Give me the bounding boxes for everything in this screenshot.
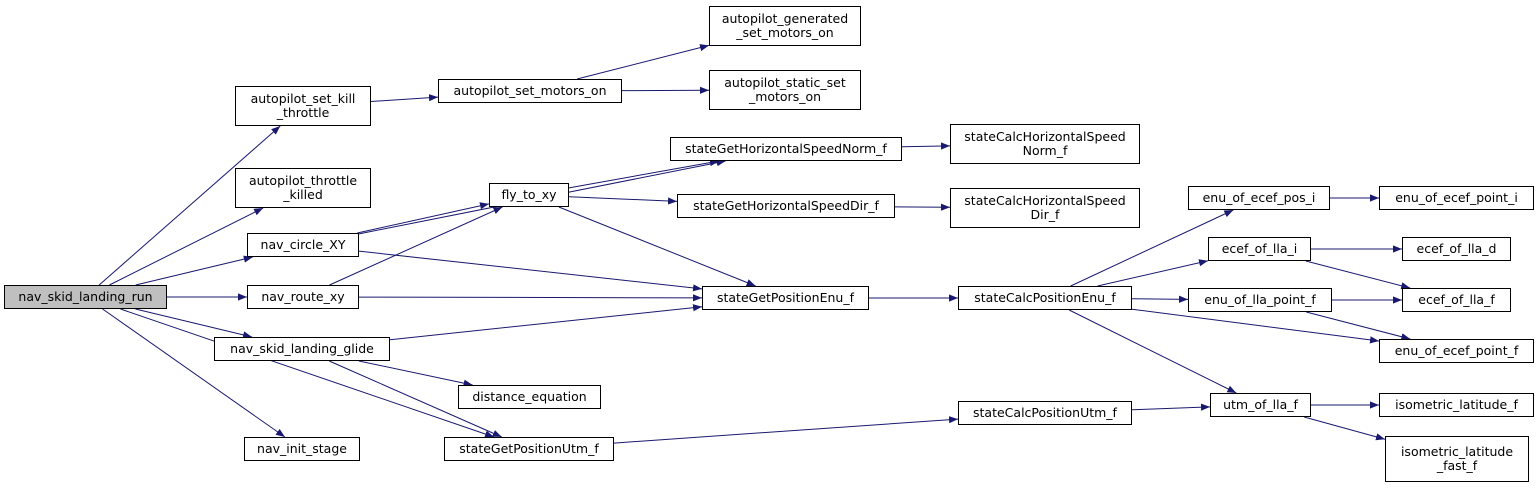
edge-autopilot-set-kill-throttle-to-autopilot-set-motors-on bbox=[370, 94, 439, 103]
edge-statecalcpositionenu-f-to-enu-of-ecef-pos-i bbox=[1070, 209, 1234, 287]
node-label: _killed bbox=[283, 187, 323, 202]
node-distance-equation[interactable]: distance_equation bbox=[458, 385, 601, 409]
edge-statecalcpositionutm-f-to-utm-of-lla-f bbox=[1131, 403, 1211, 411]
node-stategetpositionutm-f[interactable]: stateGetPositionUtm_f bbox=[444, 437, 614, 461]
edge-statecalcpositionenu-f-to-utm-of-lla-f bbox=[1068, 309, 1237, 394]
edge-nav-skid-landing-glide-to-stategetpositionenu-f bbox=[389, 304, 703, 341]
edge-nav-skid-landing-run-to-autopilot-set-kill-throttle bbox=[98, 125, 281, 286]
edge-ecef-of-lla-i-to-ecef-of-lla-f bbox=[1305, 260, 1411, 290]
node-ecef-of-lla-f[interactable]: ecef_of_lla_f bbox=[1402, 288, 1511, 312]
edge-nav-skid-landing-glide-to-distance-equation bbox=[358, 360, 473, 387]
edge-statecalcpositionenu-f-to-ecef-of-lla-i bbox=[1097, 259, 1209, 287]
edge-nav-circle-xy-to-stategetpositionenu-f bbox=[358, 250, 703, 292]
node-label: enu_of_ecef_pos_i bbox=[1202, 190, 1316, 205]
node-ecef-of-lla-i[interactable]: ecef_of_lla_i bbox=[1208, 237, 1311, 261]
node-label: nav_circle_XY bbox=[260, 237, 346, 252]
node-label: stateCalcHorizontalSpeed bbox=[964, 129, 1126, 144]
edge-fly-to-xy-to-stategetpositionenu-f bbox=[558, 206, 756, 287]
edge-nav-circle-xy-to-fly-to-xy bbox=[357, 202, 490, 234]
edge-nav-skid-landing-glide-to-stategetpositionutm-f bbox=[329, 360, 502, 438]
edge-fly-to-xy-to-stategethorizontalspeeddir-f bbox=[568, 196, 678, 205]
edge-statecalcpositionenu-f-to-enu-of-ecef-point-f bbox=[1131, 308, 1380, 344]
node-stategethorizontalspeednorm-f[interactable]: stateGetHorizontalSpeedNorm_f bbox=[670, 137, 902, 161]
node-label: stateGetHorizontalSpeedNorm_f bbox=[685, 141, 887, 156]
node-label: stateGetPositionUtm_f bbox=[459, 441, 599, 456]
node-label: Norm_f bbox=[1022, 143, 1068, 158]
edge-enu-of-lla-point-f-to-enu-of-ecef-point-f bbox=[1306, 311, 1411, 341]
node-enu-of-ecef-point-i[interactable]: enu_of_ecef_point_i bbox=[1379, 186, 1534, 210]
node-utm-of-lla-f[interactable]: utm_of_lla_f bbox=[1210, 393, 1311, 417]
node-label: Dir_f bbox=[1030, 207, 1060, 222]
node-enu-of-lla-point-f[interactable]: enu_of_lla_point_f bbox=[1188, 288, 1332, 312]
node-label: nav_route_xy bbox=[261, 289, 345, 304]
edge-fly-to-xy-to-stategethorizontalspeednorm-f bbox=[568, 159, 720, 189]
node-label: nav_skid_landing_run bbox=[18, 289, 153, 304]
node-label: ecef_of_lla_i bbox=[1221, 241, 1298, 256]
node-enu-of-ecef-pos-i[interactable]: enu_of_ecef_pos_i bbox=[1188, 186, 1330, 210]
edge-stategetpositionutm-f-to-statecalcpositionutm-f bbox=[613, 416, 959, 444]
node-nav-skid-landing-glide[interactable]: nav_skid_landing_glide bbox=[214, 337, 390, 361]
node-label: _fast_f bbox=[1436, 458, 1478, 473]
node-label: _set_motors_on bbox=[736, 25, 834, 40]
edge-nav-route-xy-to-stategetpositionenu-f bbox=[358, 294, 703, 302]
node-autopilot-set-kill-throttle[interactable]: autopilot_set_kill_throttle bbox=[235, 86, 371, 126]
node-label: autopilot_set_kill bbox=[250, 91, 356, 106]
node-statecalcpositionenu-f[interactable]: stateCalcPositionEnu_f bbox=[958, 286, 1132, 310]
node-label: ecef_of_lla_f bbox=[1418, 292, 1495, 307]
node-label: stateGetPositionEnu_f bbox=[716, 290, 854, 305]
edge-nav-route-xy-to-fly-to-xy bbox=[329, 206, 503, 286]
node-label: autopilot_generated bbox=[721, 11, 849, 26]
node-label: isometric_latitude bbox=[1400, 444, 1514, 459]
node-label: ecef_of_lla_d bbox=[1416, 241, 1497, 256]
edge-nav-skid-landing-run-to-nav-skid-landing-glide bbox=[135, 308, 253, 339]
node-label: enu_of_ecef_point_f bbox=[1394, 343, 1519, 358]
node-label: nav_skid_landing_glide bbox=[230, 341, 374, 356]
node-nav-circle-xy[interactable]: nav_circle_XY bbox=[247, 233, 359, 257]
node-label: _motors_on bbox=[748, 89, 822, 104]
node-label: stateCalcHorizontalSpeed bbox=[964, 193, 1126, 208]
edge-utm-of-lla-f-to-isometric-latitude-fast-f bbox=[1304, 416, 1386, 441]
node-label: nav_init_stage bbox=[257, 441, 347, 456]
node-autopilot-generated-set-motors-on[interactable]: autopilot_generated_set_motors_on bbox=[709, 6, 861, 46]
edge-stategethorizontalspeednorm-f-to-statecalchorizontalspeednorm-f bbox=[901, 142, 951, 150]
node-stategetpositionenu-f[interactable]: stateGetPositionEnu_f bbox=[702, 286, 869, 310]
node-label: stateCalcPositionUtm_f bbox=[973, 405, 1117, 420]
node-nav-skid-landing-run[interactable]: nav_skid_landing_run bbox=[4, 285, 167, 309]
node-isometric-latitude-fast-f[interactable]: isometric_latitude_fast_f bbox=[1385, 436, 1529, 482]
node-label: autopilot_static_set bbox=[724, 75, 846, 90]
node-statecalcpositionutm-f[interactable]: stateCalcPositionUtm_f bbox=[958, 401, 1132, 425]
edge-autopilot-set-motors-on-to-autopilot-generated-set-motors-on bbox=[576, 44, 710, 80]
edge-nav-skid-landing-run-to-autopilot-throttle-killed bbox=[109, 207, 264, 286]
node-nav-route-xy[interactable]: nav_route_xy bbox=[247, 285, 359, 309]
edge-nav-skid-landing-run-to-nav-init-stage bbox=[102, 308, 286, 438]
node-autopilot-throttle-killed[interactable]: autopilot_throttle_killed bbox=[235, 168, 371, 208]
node-enu-of-ecef-point-f[interactable]: enu_of_ecef_point_f bbox=[1379, 339, 1534, 363]
node-isometric-latitude-f[interactable]: isometric_latitude_f bbox=[1379, 393, 1534, 417]
node-label: enu_of_lla_point_f bbox=[1204, 292, 1316, 307]
node-ecef-of-lla-d[interactable]: ecef_of_lla_d bbox=[1402, 237, 1511, 261]
node-autopilot-set-motors-on[interactable]: autopilot_set_motors_on bbox=[438, 79, 622, 103]
node-stategethorizontalspeeddir-f[interactable]: stateGetHorizontalSpeedDir_f bbox=[677, 194, 895, 218]
node-autopilot-static-set-motors-on[interactable]: autopilot_static_set_motors_on bbox=[709, 70, 861, 110]
node-fly-to-xy[interactable]: fly_to_xy bbox=[489, 183, 569, 207]
node-label: distance_equation bbox=[472, 389, 587, 404]
node-nav-init-stage[interactable]: nav_init_stage bbox=[244, 437, 360, 461]
edge-nav-skid-landing-run-to-stategetpositionutm-f bbox=[120, 308, 495, 438]
node-label: stateGetHorizontalSpeedDir_f bbox=[693, 198, 879, 213]
node-label: isometric_latitude_f bbox=[1395, 397, 1518, 412]
node-label: utm_of_lla_f bbox=[1223, 397, 1298, 412]
node-label: autopilot_set_motors_on bbox=[453, 83, 607, 98]
node-label: stateCalcPositionEnu_f bbox=[974, 290, 1116, 305]
edge-statecalcpositionenu-f-to-enu-of-lla-point-f bbox=[1131, 295, 1189, 303]
node-label: autopilot_throttle bbox=[248, 173, 358, 188]
node-label: fly_to_xy bbox=[501, 187, 557, 202]
edge-nav-skid-landing-run-to-nav-circle-xy bbox=[135, 255, 253, 286]
node-label: enu_of_ecef_point_i bbox=[1395, 190, 1518, 205]
node-label: _throttle bbox=[276, 105, 330, 120]
